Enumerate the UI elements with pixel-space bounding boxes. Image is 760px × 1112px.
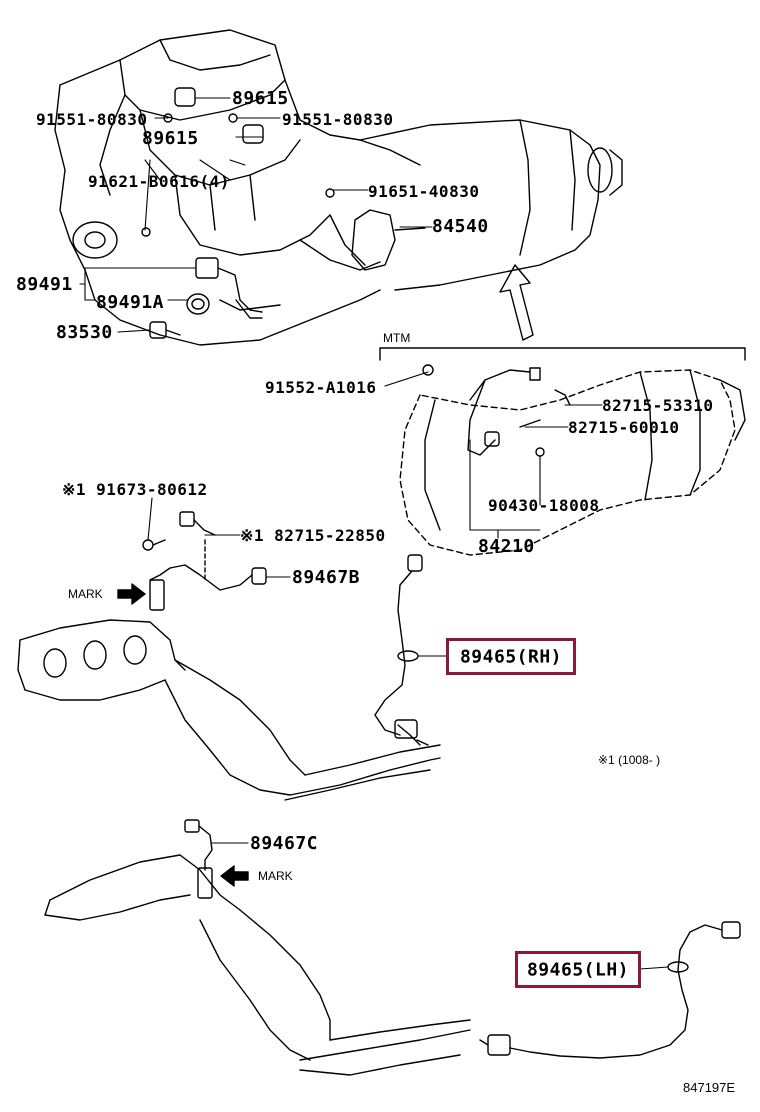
sensor-89467B <box>142 511 267 611</box>
mtm-bracket <box>379 347 746 361</box>
highlight-box-lh[interactable]: 89465(LH) <box>515 951 641 988</box>
manual-transmission-illustration <box>399 364 746 556</box>
label-89467C[interactable]: 89467C <box>250 833 319 854</box>
transmission-illustration <box>351 119 623 291</box>
label-83530[interactable]: 83530 <box>56 322 113 343</box>
label-89491A[interactable]: 89491A <box>96 292 165 313</box>
sensor-89465-rh <box>374 554 429 746</box>
leader-lines <box>79 97 669 970</box>
label-91621[interactable]: 91621-B0616(4) <box>88 172 230 191</box>
label-89615-mid[interactable]: 89615 <box>142 128 199 149</box>
label-89465-rh[interactable]: 89465(RH) <box>459 646 563 667</box>
label-91551-right[interactable]: 91551-80830 <box>282 110 394 129</box>
label-82715-60010[interactable]: 82715-60010 <box>568 418 680 437</box>
label-84540[interactable]: 84540 <box>432 216 489 237</box>
label-mtm: MTM <box>383 331 411 345</box>
label-89467B[interactable]: 89467B <box>292 567 361 588</box>
label-91552[interactable]: 91552-A1016 <box>265 378 377 397</box>
label-91651[interactable]: 91651-40830 <box>368 182 480 201</box>
engine-illustration <box>54 29 421 346</box>
footnote-1: ※1 (1008- ) <box>598 753 661 767</box>
label-91551-left[interactable]: 91551-80830 <box>36 110 148 129</box>
exhaust-manifold-rh <box>17 619 441 801</box>
label-90430[interactable]: 90430-18008 <box>488 496 600 515</box>
mark-arrow-bottom <box>220 865 249 887</box>
label-91673[interactable]: ※1 91673-80612 <box>62 480 208 499</box>
label-mark-top: MARK <box>68 587 103 601</box>
label-89615-top[interactable]: 89615 <box>232 88 289 109</box>
label-82715-53310[interactable]: 82715-53310 <box>602 396 714 415</box>
sensor-89465-lh <box>479 921 741 1059</box>
mark-arrow-top <box>117 583 146 605</box>
up-arrow <box>499 264 534 341</box>
figure-id: 847197E <box>683 1080 736 1095</box>
label-84210[interactable]: 84210 <box>478 536 535 557</box>
label-89465-lh[interactable]: 89465(LH) <box>526 959 630 980</box>
label-mark-bottom: MARK <box>258 869 293 883</box>
highlight-box-rh[interactable]: 89465(RH) <box>446 638 576 675</box>
label-89491[interactable]: 89491 <box>16 274 73 295</box>
label-82715-22850[interactable]: ※1 82715-22850 <box>240 526 386 545</box>
exhaust-manifold-lh <box>44 854 471 1076</box>
sensor-89467C <box>184 819 213 899</box>
